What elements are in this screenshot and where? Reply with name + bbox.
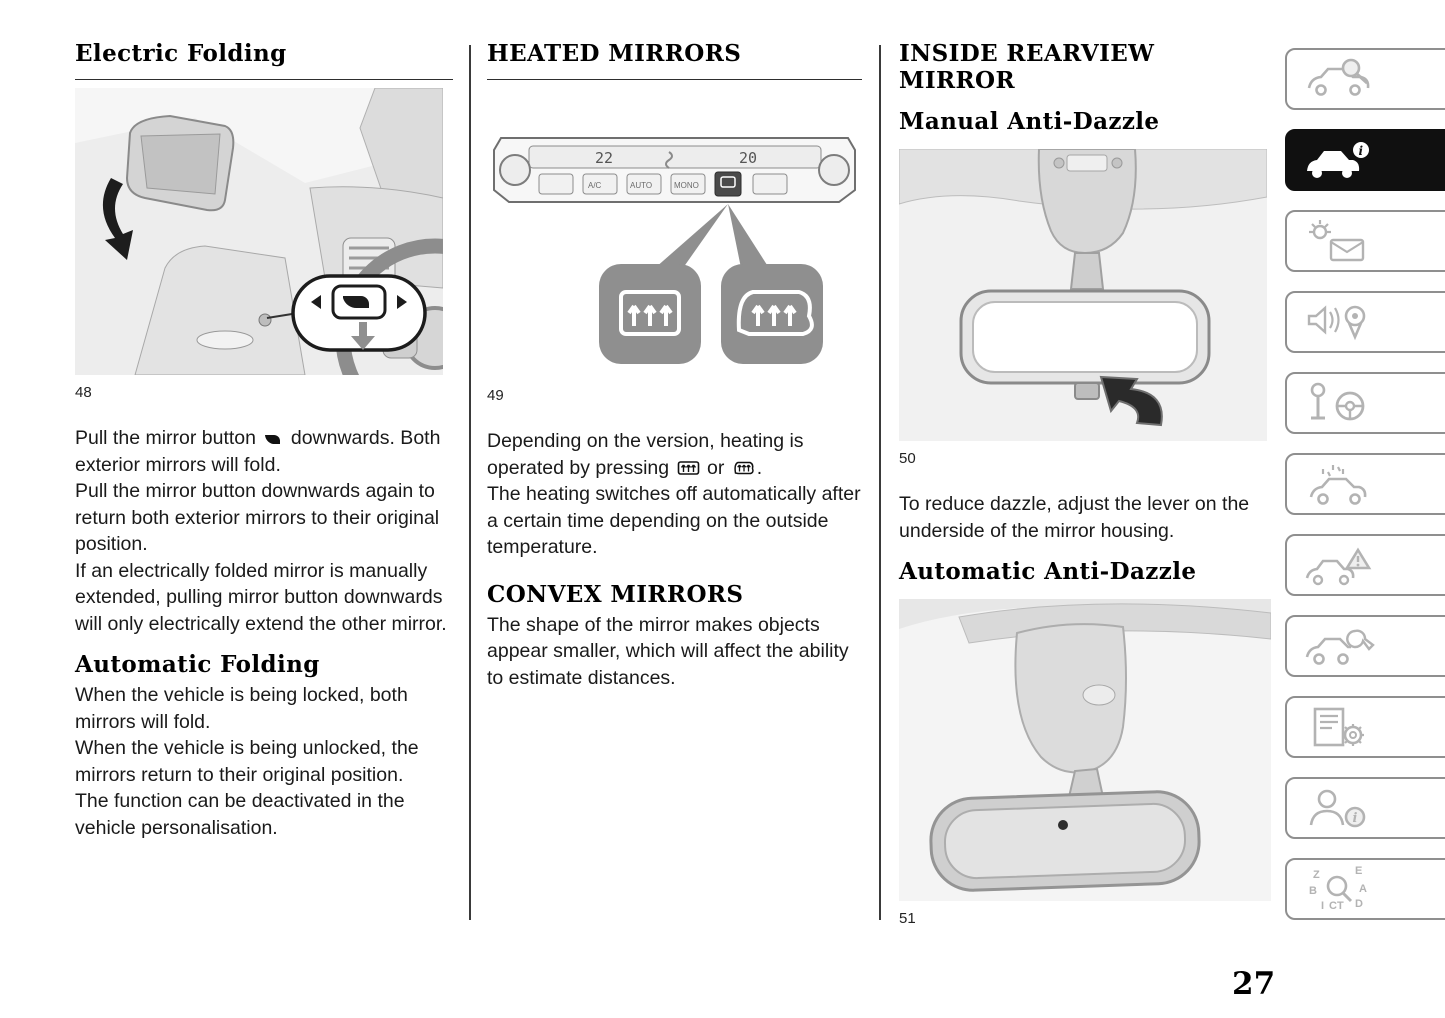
figure-51-caption: 51	[899, 910, 916, 927]
section-heading-automatic-anti-dazzle: Automatic Anti-Dazzle	[899, 558, 1197, 585]
warning-lights-message-icon	[1309, 220, 1365, 262]
figure-51: 51	[899, 589, 1272, 927]
paragraph: When the vehicle is being unlocked, the …	[75, 737, 419, 786]
car-care-icon	[1309, 465, 1367, 505]
paragraph: If an electrically folded mirror is manu…	[75, 559, 447, 635]
paragraph: The heating switches off automatically a…	[487, 483, 861, 558]
svg-text:A/C: A/C	[588, 181, 602, 190]
emergency-triangle-icon	[1305, 547, 1372, 586]
section-heading-convex-mirrors: CONVEX MIRRORS	[487, 580, 744, 608]
figure-51-image	[899, 599, 1272, 901]
paragraph: The function can be deactivated in the v…	[75, 790, 405, 839]
paragraph: The shape of the mirror makes objects ap…	[487, 613, 849, 689]
section-heading-electric-folding: Electric Folding	[75, 40, 287, 67]
figure-48-caption: 48	[75, 384, 92, 401]
section-heading-manual-anti-dazzle: Manual Anti-Dazzle	[899, 108, 1160, 135]
figure-50: 50	[898, 139, 1271, 467]
instrument-panel-info-icon: i	[1307, 142, 1369, 178]
paragraph: To reduce dazzle, adjust the lever on th…	[899, 493, 1250, 542]
heated-rear-window-icon	[677, 460, 699, 475]
driver-info-icon: i	[1309, 789, 1366, 828]
svg-text:B: B	[1309, 885, 1317, 897]
figure-50-caption: 50	[899, 450, 916, 467]
section-heading-inside-rearview-mirror: INSIDE REARVIEW MIRROR	[899, 40, 1155, 94]
heated-mirror-icon	[734, 461, 754, 474]
starting-driving-icon	[1310, 382, 1365, 421]
sidebar-tab-index[interactable]: Z E B A I C T D	[1285, 858, 1445, 920]
alphabetical-index-icon: Z E B A I C T D	[1309, 865, 1367, 912]
column-divider	[879, 45, 881, 920]
sidebar-tab-vehicle-overview[interactable]	[1285, 48, 1445, 110]
svg-text:i: i	[1359, 144, 1364, 158]
svg-text:MONO: MONO	[674, 181, 699, 190]
section-heading-automatic-folding: Automatic Folding	[75, 651, 320, 678]
sidebar-tab-maintenance[interactable]	[1285, 615, 1445, 677]
sidebar-tab-starting-driving[interactable]	[1285, 372, 1445, 434]
column-heated-mirrors: HEATED MIRRORS 22 20 A/C AUTO MONO	[487, 40, 862, 691]
mirror-button-icon	[265, 435, 281, 444]
column-inside-rearview-mirror: INSIDE REARVIEW MIRROR Manual Anti-Dazzl…	[898, 40, 1272, 927]
maintenance-wrench-icon	[1305, 629, 1375, 665]
sidebar-tab-warning-lights[interactable]	[1285, 210, 1445, 272]
technical-data-icon	[1313, 707, 1364, 747]
svg-text:T: T	[1337, 900, 1344, 912]
svg-text:A: A	[1359, 883, 1367, 895]
svg-text:Z: Z	[1313, 869, 1320, 881]
paragraph: When the vehicle is being locked, both m…	[75, 684, 408, 733]
svg-text:I: I	[1321, 900, 1324, 912]
svg-text:D: D	[1355, 898, 1363, 910]
sidebar-tab-car-care[interactable]	[1285, 453, 1445, 515]
figure-48: 48	[75, 80, 535, 438]
svg-text:C: C	[1329, 900, 1337, 912]
multimedia-location-icon	[1307, 305, 1366, 341]
svg-text:i: i	[1353, 811, 1358, 826]
sidebar-tab-driver-info[interactable]: i	[1285, 777, 1445, 839]
paragraph: Depending on the version, heating is ope…	[487, 430, 804, 479]
svg-text:AUTO: AUTO	[630, 181, 652, 190]
sidebar-tab-multimedia[interactable]	[1285, 291, 1445, 353]
sidebar-tab-emergency[interactable]	[1285, 534, 1445, 596]
svg-text:22: 22	[595, 149, 613, 167]
sidebar-tab-technical-data[interactable]	[1285, 696, 1445, 758]
section-tab-sidebar: i	[1285, 48, 1445, 939]
figure-49-image: 22 20 A/C AUTO MONO	[487, 116, 862, 378]
paragraph: Pull the mirror button downwards again t…	[75, 480, 440, 555]
svg-text:20: 20	[739, 149, 757, 167]
heading-rule	[487, 79, 862, 80]
section-heading-heated-mirrors: HEATED MIRRORS	[487, 40, 742, 67]
page-number: 27	[1232, 966, 1276, 1002]
figure-49-caption: 49	[487, 387, 504, 404]
svg-text:E: E	[1355, 865, 1362, 877]
figure-49: 22 20 A/C AUTO MONO	[487, 80, 862, 404]
figure-50-image	[898, 148, 1268, 441]
column-electric-folding: Electric Folding	[75, 40, 535, 841]
heading-rule	[75, 79, 453, 80]
paragraph: Pull the mirror button downwards. Both e…	[75, 427, 441, 476]
figure-48-image	[75, 87, 535, 438]
sidebar-tab-instrument-panel[interactable]: i	[1285, 129, 1445, 191]
column-divider	[469, 45, 471, 920]
car-search-icon	[1307, 58, 1370, 96]
